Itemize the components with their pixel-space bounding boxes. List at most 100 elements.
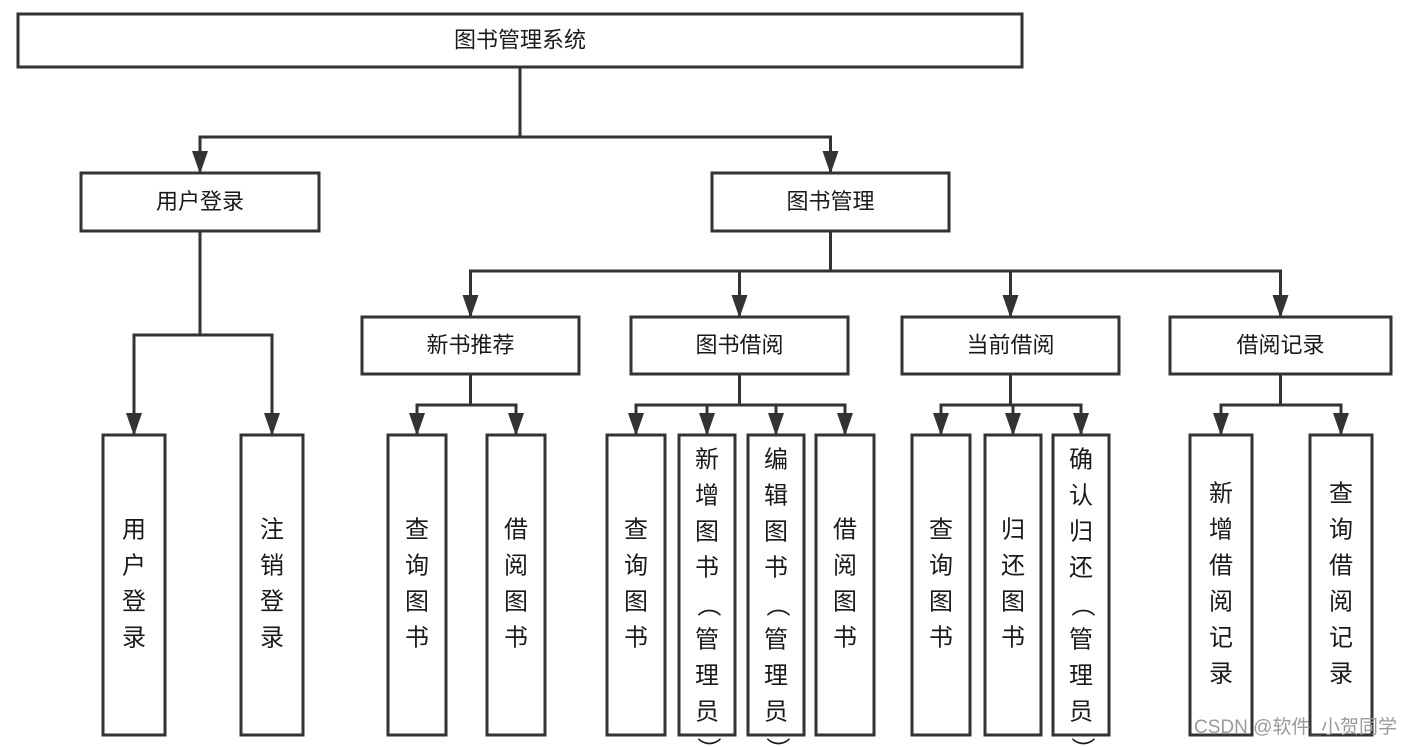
svg-text:查: 查	[624, 516, 648, 543]
node-label: 借阅记录	[1236, 332, 1324, 357]
edges-layer	[126, 65, 1349, 436]
svg-text:管: 管	[695, 626, 719, 653]
svg-text:用: 用	[122, 516, 146, 543]
edge-group-borrow-record	[1213, 372, 1349, 436]
svg-text:图: 图	[624, 588, 648, 615]
svg-text:理: 理	[695, 662, 719, 689]
svg-text:新: 新	[1209, 480, 1233, 507]
svg-text:图: 图	[504, 588, 528, 615]
svg-text:还: 还	[1001, 552, 1025, 579]
svg-text:图: 图	[405, 588, 429, 615]
node-borrow-record[interactable]: 借阅记录	[1168, 315, 1393, 376]
svg-text:记: 记	[1209, 624, 1233, 651]
svg-text:录: 录	[1209, 660, 1233, 687]
edge-group-book-manage	[462, 229, 1289, 318]
svg-text:录: 录	[1329, 660, 1353, 687]
svg-text:阅: 阅	[1209, 588, 1233, 615]
svg-text:销: 销	[260, 552, 284, 579]
edge-group-new-book-recommend	[409, 372, 524, 436]
svg-text:员: 员	[764, 698, 788, 725]
svg-text:管: 管	[1069, 626, 1093, 653]
svg-text:）: ）	[1069, 737, 1096, 747]
node-label: 图书管理	[786, 189, 874, 214]
svg-text:查: 查	[405, 516, 429, 543]
svg-text:书: 书	[624, 624, 648, 651]
svg-text:阅: 阅	[833, 552, 857, 579]
svg-text:户: 户	[122, 552, 146, 579]
node-label: 图书管理系统	[454, 27, 586, 52]
svg-text:理: 理	[764, 662, 788, 689]
svg-text:确: 确	[1069, 446, 1093, 473]
nodes-layer: 图书管理系统用户登录图书管理新书推荐图书借阅当前借阅借阅记录用户登录注销登录查询…	[16, 12, 1393, 747]
svg-text:阅: 阅	[1329, 588, 1353, 615]
node-label: 用户登录	[156, 189, 244, 214]
edge-group-book-borrow	[628, 372, 853, 436]
svg-text:归: 归	[1001, 516, 1025, 543]
svg-text:登: 登	[260, 588, 284, 615]
svg-text:阅: 阅	[504, 552, 528, 579]
svg-text:询: 询	[624, 552, 648, 579]
node-current-borrow[interactable]: 当前借阅	[900, 315, 1121, 376]
svg-text:书: 书	[833, 624, 857, 651]
node-label: 新书推荐	[426, 332, 514, 357]
svg-text:认: 认	[1069, 482, 1093, 509]
node-root[interactable]: 图书管理系统	[16, 12, 1024, 69]
svg-text:图: 图	[695, 518, 719, 545]
svg-text:管: 管	[764, 626, 788, 653]
svg-text:图: 图	[833, 588, 857, 615]
node-leaf-user-login[interactable]: 用户登录	[101, 433, 167, 737]
svg-text:查: 查	[1329, 480, 1353, 507]
node-book-manage[interactable]: 图书管理	[710, 171, 951, 233]
svg-text:借: 借	[1329, 552, 1353, 579]
svg-text:查: 查	[929, 516, 953, 543]
svg-text:询: 询	[405, 552, 429, 579]
svg-text:书: 书	[504, 624, 528, 651]
svg-text:询: 询	[929, 552, 953, 579]
edge-group-user-login	[126, 229, 280, 436]
svg-text:）: ）	[695, 737, 722, 747]
node-user-login[interactable]: 用户登录	[79, 171, 321, 233]
svg-text:图: 图	[764, 518, 788, 545]
svg-text:图: 图	[1001, 588, 1025, 615]
svg-text:新: 新	[695, 446, 719, 473]
node-new-book-recommend[interactable]: 新书推荐	[360, 315, 581, 376]
svg-text:员: 员	[1069, 698, 1093, 725]
svg-text:书: 书	[1001, 624, 1025, 651]
svg-text:增: 增	[1209, 516, 1233, 543]
node-book-borrow[interactable]: 图书借阅	[629, 315, 850, 376]
svg-text:）: ）	[764, 737, 791, 747]
svg-text:增: 增	[695, 482, 719, 509]
svg-text:书: 书	[695, 554, 719, 581]
svg-text:书: 书	[764, 554, 788, 581]
svg-text:理: 理	[1069, 662, 1093, 689]
node-label: 当前借阅	[966, 332, 1054, 357]
svg-text:借: 借	[504, 516, 528, 543]
svg-text:记: 记	[1329, 624, 1353, 651]
svg-text:（: （	[695, 593, 722, 617]
svg-text:借: 借	[833, 516, 857, 543]
